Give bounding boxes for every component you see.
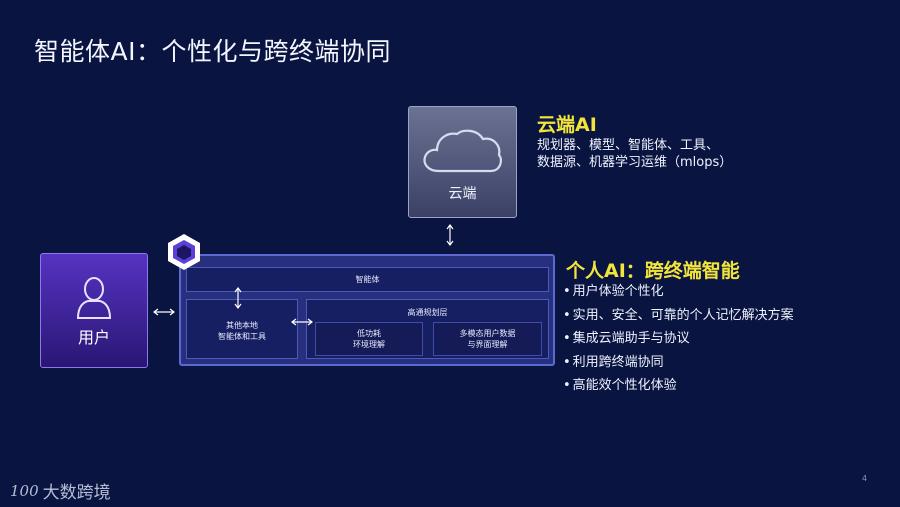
slide-title: 智能体AI：个性化与跨终端协同 — [34, 37, 391, 66]
brand-watermark: 100 大数跨境 — [10, 478, 111, 504]
bullet-item: 利用跨终端协同 — [563, 351, 794, 375]
planner-label: 高通规划层 — [407, 308, 448, 317]
bullet-item: 用户体验个性化 — [563, 280, 794, 304]
user-label: 用户 — [77, 328, 110, 347]
cloud-ai-heading: 云端AI — [537, 114, 597, 136]
hexagon-logo-icon — [168, 234, 200, 270]
bullet-item: 集成云端助手与协议 — [563, 327, 794, 351]
double-arrow-icon — [153, 308, 175, 316]
local-line-2: 智能体和工具 — [218, 332, 266, 341]
local-line-1: 其他本地 — [226, 321, 258, 330]
agent-local-arrow — [233, 286, 243, 310]
user-box: 用户 — [40, 253, 148, 368]
sub-right-line-2: 与界面理解 — [467, 340, 508, 349]
sub-left-line-1: 低功耗 — [357, 329, 381, 338]
sub-left-line-2: 环境理解 — [353, 340, 385, 349]
double-arrow-icon — [234, 287, 242, 309]
cloud-box-label: 云端 — [448, 186, 477, 202]
local-agents-box: 其他本地 智能体和工具 — [186, 299, 298, 359]
brand-name: 大数跨境 — [42, 483, 111, 503]
cloud-desc-line-1: 规划器、模型、智能体、工具、 — [537, 138, 720, 153]
cloud-box: 云端 — [408, 106, 517, 218]
page-number: 4 — [862, 474, 868, 483]
sub-right-line-1: 多模态用户数据 — [459, 329, 516, 338]
bullet-item: 高能效个性化体验 — [563, 374, 794, 398]
low-power-box: 低功耗 环境理解 — [315, 322, 423, 356]
hexagon-logo — [166, 233, 202, 275]
local-planner-arrow — [290, 317, 314, 327]
agent-bar: 智能体 — [186, 267, 549, 292]
cloud-device-arrow — [445, 223, 455, 247]
user-device-arrow — [152, 307, 176, 317]
user-person-icon — [76, 277, 112, 319]
planner-box: 高通规划层 低功耗 环境理解 多模态用户数据 与界面理解 — [306, 299, 549, 359]
personal-ai-bullets: 用户体验个性化 实用、安全、可靠的个人记忆解决方案 集成云端助手与协议 利用跨终… — [563, 280, 794, 398]
personal-ai-heading: 个人AI：跨终端智能 — [566, 260, 740, 282]
cloud-icon — [423, 129, 502, 173]
multimodal-box: 多模态用户数据 与界面理解 — [433, 322, 542, 356]
cloud-ai-description: 规划器、模型、智能体、工具、 数据源、机器学习运维（mlops） — [537, 137, 777, 171]
cloud-desc-line-2: 数据源、机器学习运维（mlops） — [537, 155, 733, 170]
double-arrow-icon — [446, 224, 454, 246]
bullet-item: 实用、安全、可靠的个人记忆解决方案 — [563, 304, 794, 328]
double-arrow-icon — [291, 318, 313, 326]
brand-mark: 100 — [10, 481, 39, 500]
